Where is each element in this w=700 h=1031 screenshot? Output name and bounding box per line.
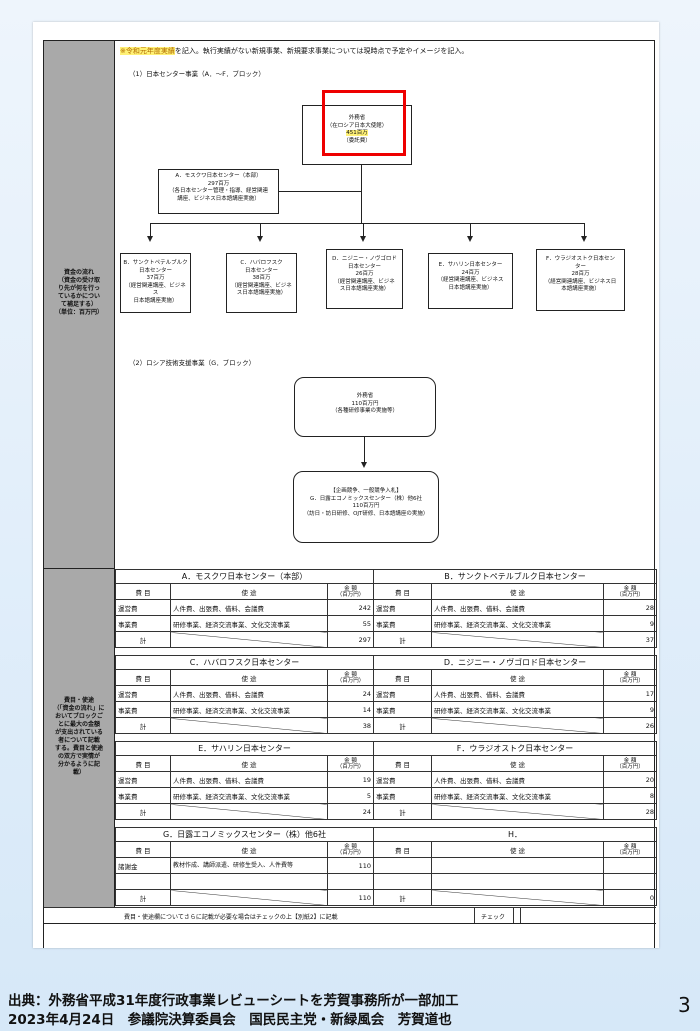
table-title: H． [372,827,658,842]
table-title: D．ニジニー・ノヴゴロド日本センター [372,655,658,670]
funds-flow-label: 資金の流れ（資金の受け取り先が何を行っているかについて補足する）（単位：百万円） [54,269,103,316]
table-title: C．ハバロフスク日本センター [114,655,375,670]
sheet-frame: 資金の流れ（資金の受け取り先が何を行っているかについて補足する）（単位：百万円）… [43,40,658,948]
arrow-head [147,236,153,242]
event-note: 2023年4月24日 参議院決算委員会 国民民主党・新緑風会 芳賀道也 [8,1012,452,1028]
expense-table-b: B．サンクトペテルブルク日本センター 費 目使 途金 額（百万円） 運営費人件費… [372,569,658,648]
expense-table-e: E．サハリン日本センター 費 目使 途金 額（百万円） 運営費人件費、出張費、借… [115,741,374,820]
expense-label-cell: 費目・使途（「資金の流れ」においてブロックごとに最大の金額が支出されている者につ… [44,569,115,907]
arrow-line [150,223,152,237]
table-title: E．サハリン日本センター [115,741,374,756]
table-row [373,873,658,890]
instruction-note: ※令和元年度実績を記入。執行実績がない新規事業、新規要求事業については現時点で予… [120,46,468,56]
table-row [373,857,658,874]
table-title: B．サンクトペテルブルク日本センター [372,569,658,584]
table-title: G．日露エコノミックスセンター（株）他6社 [114,827,375,842]
arrow-head [257,236,263,242]
table-title: A．モスクワ日本センター（本部） [114,569,375,584]
expense-table-c: C．ハバロフスク日本センター 費 目使 途金 額（百万円） 運営費人件費、出張費… [114,655,375,734]
check-label: チェック [474,908,514,923]
bottom-note-row: 費目・使途欄についてさらに記載が必要な場合はチェックの上【別紙2】に記載 チェッ… [44,907,656,924]
expense-table-g: G．日露エコノミックスセンター（株）他6社 費 目使 途金 額（百万円） 諸謝金… [114,827,375,906]
table-row [115,873,375,890]
connector-line [150,223,585,225]
page-number: 3 [678,993,691,1017]
moscow-center-box: A．モスクワ日本センター（本部）297百万（各日本センター管理・指導、経営関連講… [158,169,279,214]
arrow-line [260,223,262,237]
expense-label: 費目・使途（「資金の流れ」においてブロックごとに最大の金額が支出されている者につ… [53,697,105,776]
highlight-red-rectangle [322,90,406,156]
arrow-line [470,223,472,237]
arrow-line [584,223,586,237]
arrow-head [360,236,366,242]
arrow-line [363,223,365,237]
connector-line [279,191,361,193]
section1-title: （1）日本センター事業（A．～F．ブロック） [129,70,265,78]
arrow-head [467,236,473,242]
expense-table-d: D．ニジニー・ノヴゴロド日本センター 費 目使 途金 額（百万円） 運営費人件費… [372,655,658,734]
funds-flow-label-cell: 資金の流れ（資金の受け取り先が何を行っているかについて補足する）（単位：百万円） [44,41,115,569]
connector-line [361,165,363,223]
expense-table-a: A．モスクワ日本センター（本部） 費 目使 途金 額（百万円） 運営費人件費、出… [114,569,375,648]
expense-table-f: F．ウラジオストク日本センター 費 目使 途金 額（百万円） 運営費人件費、出張… [373,741,657,820]
arrow-head [361,462,367,468]
table-title: F．ウラジオストク日本センター [373,741,657,756]
mofa-amount: 451百万 [346,130,368,136]
arrow-head [581,236,587,242]
bottom-note: 費目・使途欄についてさらに記載が必要な場合はチェックの上【別紙2】に記載 [124,914,338,921]
arrow-line [364,437,366,463]
source-note: 出典：外務省平成31年度行政事業レビューシートを芳賀事務所が一部加工 [8,993,459,1009]
section2-title: （2）ロシア技術支援事業（G．ブロック） [129,359,256,367]
review-sheet: 資金の流れ（資金の受け取り先が何を行っているかについて補足する）（単位：百万円）… [33,22,659,948]
note-highlight: ※令和元年度実績 [120,47,175,55]
note-text: を記入。執行実績がない新規事業、新規要求事業については現時点で予定やイメージを記… [174,47,469,55]
